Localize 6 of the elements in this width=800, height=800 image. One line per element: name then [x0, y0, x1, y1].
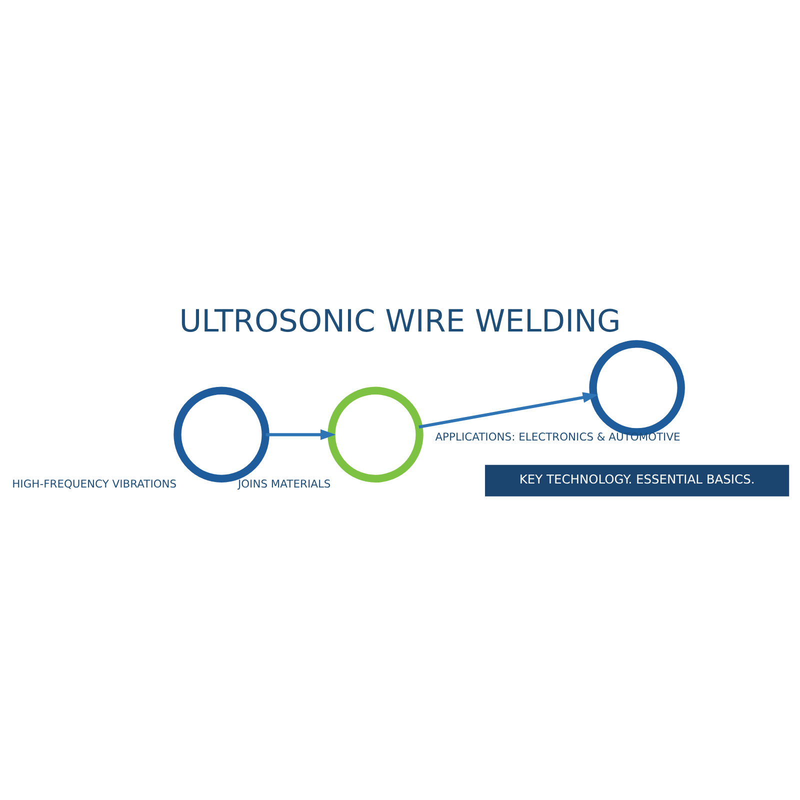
caption: KEY TECHNOLOGY. ESSENTIAL BASICS.: [519, 472, 755, 487]
diagram-title: ULTROSONIC WIRE WELDING: [179, 304, 621, 340]
arrow: [418, 392, 598, 428]
node-label: HIGH-FREQUENCY VIBRATIONS: [12, 477, 177, 490]
node-label: JOINS MATERIALS: [238, 477, 331, 490]
arrow: [266, 429, 336, 440]
